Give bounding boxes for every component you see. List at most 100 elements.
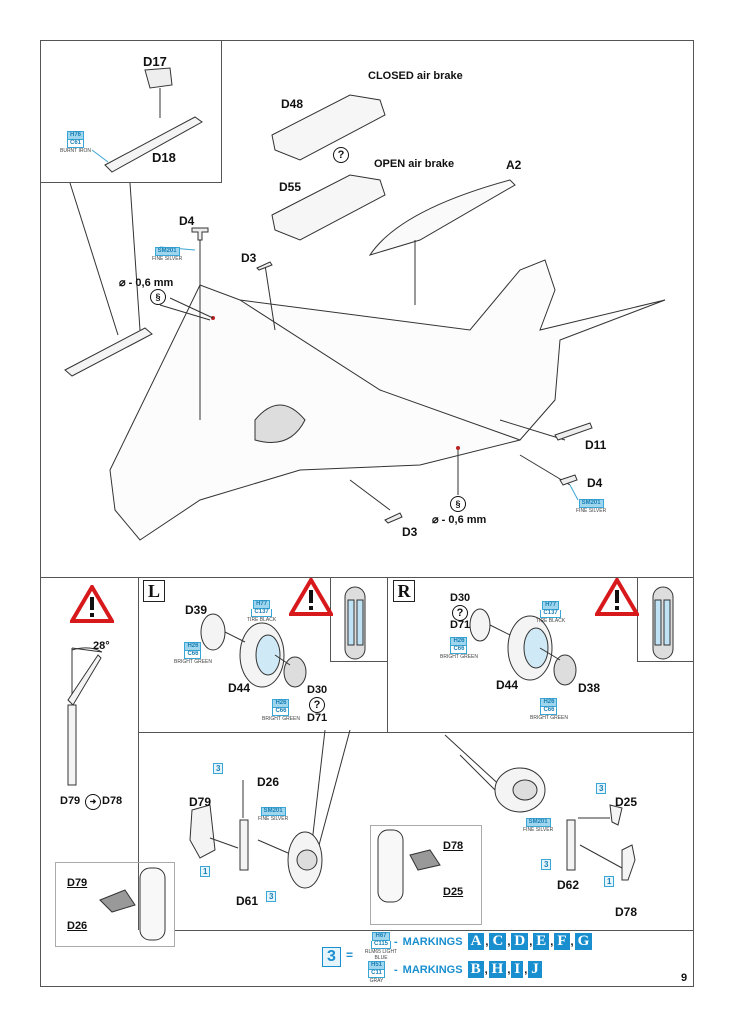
part-label-a2: A2 <box>506 158 522 172</box>
warning-icon-left-wheel <box>289 578 333 616</box>
detail-label-d79: D79 <box>67 877 88 889</box>
legend-row-1: - MARKINGS A, C, D, E, F, G <box>394 933 593 950</box>
marking-badge: D <box>511 933 529 950</box>
warning-icon <box>70 585 114 623</box>
left-strip-divider <box>138 577 139 930</box>
detail-label-d78: D78 <box>443 840 464 852</box>
part-a2-shape <box>368 179 516 256</box>
part-label-d3-top: D3 <box>241 251 257 265</box>
part-label-d26: D26 <box>257 775 280 789</box>
part-d17-shape <box>144 67 173 89</box>
paint-code-tire-black-right: H77 C137 TIRE BLACK <box>536 601 566 624</box>
part-label-d25: D25 <box>615 795 638 809</box>
gear-detail-frame-right <box>370 825 482 925</box>
choice-symbol-right-wheel: ? <box>452 605 468 621</box>
paint-callout-1: 1 <box>604 876 615 887</box>
paint-code-burnt-iron: H76 C61 BURNT IRON <box>60 131 92 154</box>
part-label-d79-strip: D79 <box>60 795 81 807</box>
part-d4-right-shape <box>559 474 578 486</box>
paint-code-fine-silver-right-gear: SM201 FINE SILVER <box>523 818 554 833</box>
paint-callout-3: 3 <box>266 891 277 902</box>
side-label-left: L <box>143 580 165 602</box>
legend-equals: = <box>346 948 354 962</box>
marking-badge: J <box>528 961 542 978</box>
part-d48-shape <box>271 94 386 161</box>
paint-code-gray: H51 C11 GRAY <box>368 961 386 984</box>
part-d3-top-shape <box>256 261 273 271</box>
marking-badge: C <box>489 933 507 950</box>
marking-badge: A <box>467 933 485 950</box>
paint-code-bright-green-left-2: H26 C66 BRIGHT GREEN <box>262 699 300 722</box>
drill-size-bottom: ⌀ - 0,6 mm <box>432 514 487 526</box>
closed-air-brake-label: CLOSED air brake <box>368 70 463 82</box>
warning-icon-right-wheel <box>595 578 639 616</box>
part-label-d55: D55 <box>279 180 302 194</box>
part-label-d78: D78 <box>615 905 638 919</box>
detail-label-d26: D26 <box>67 920 88 932</box>
fold-angle-label: 28° <box>93 640 110 652</box>
page-frame <box>40 40 694 987</box>
paint-code-bright-green-right-1: H26 C66 BRIGHT GREEN <box>440 637 478 660</box>
part-label-d44-right: D44 <box>496 678 519 692</box>
part-label-d78-strip: D78 <box>102 795 123 807</box>
drill-icon-bottom: § <box>450 496 466 512</box>
paint-callout-1: 1 <box>200 866 211 877</box>
part-label-d3-bottom: D3 <box>402 525 418 539</box>
part-d3-bottom-shape <box>384 512 403 524</box>
marking-badge: F <box>554 933 570 950</box>
choice-symbol-air-brake: ? <box>333 147 349 163</box>
detail-label-d25: D25 <box>443 886 464 898</box>
marking-badge: B <box>467 961 484 978</box>
paint-code-fine-silver-left-gear: SM201 FINE SILVER <box>258 807 289 822</box>
part-label-d17: D17 <box>143 54 167 69</box>
center-divider <box>387 577 388 732</box>
part-label-d79: D79 <box>189 795 212 809</box>
engine-detail <box>254 404 306 443</box>
part-label-d39: D39 <box>185 603 208 617</box>
marking-badge: E <box>533 933 550 950</box>
part-label-d30-left: D30 <box>307 684 328 696</box>
connector-icon: ➜ <box>85 794 101 810</box>
part-d11-shape <box>554 422 593 441</box>
drill-size-top: ⌀ - 0,6 mm <box>119 277 174 289</box>
tire-detail-frame-right <box>637 577 694 662</box>
page-number: 9 <box>681 972 688 984</box>
paint-callout-3: 3 <box>596 783 607 794</box>
side-label-right: R <box>393 580 415 602</box>
airframe-shape <box>109 259 666 541</box>
wheel-row-divider <box>138 732 694 733</box>
paint-code-bright-green-right-2: H26 C66 BRIGHT GREEN <box>530 698 568 721</box>
part-label-d30-right: D30 <box>450 592 471 604</box>
part-label-d38: D38 <box>578 681 601 695</box>
gear-detail-frame-left <box>55 862 175 947</box>
top-section-divider <box>40 577 694 578</box>
paint-code-tire-black-left: H77 C137 TIRE BLACK <box>247 600 277 623</box>
choice-symbol-left-wheel: ? <box>309 697 325 713</box>
legend-divider <box>175 930 694 931</box>
paint-code-fine-silver-right: SM201 FINE SILVER <box>576 499 607 514</box>
part-label-d18: D18 <box>152 150 176 165</box>
part-d18-shape <box>104 116 203 173</box>
paint-code-fine-silver-top: SM201 FINE SILVER <box>152 247 183 262</box>
part-label-d44-left: D44 <box>228 681 251 695</box>
marking-badge: H <box>488 961 507 978</box>
paint-callout-3: 3 <box>213 763 224 774</box>
part-d55-shape <box>271 174 386 241</box>
tire-detail-frame-left <box>330 577 387 662</box>
part-label-d61: D61 <box>236 894 259 908</box>
marking-badge: I <box>511 961 524 978</box>
paint-code-bright-green-left-1: H26 C66 BRIGHT GREEN <box>174 642 212 665</box>
drill-icon-top: § <box>150 289 166 305</box>
paint-callout-3: 3 <box>541 859 552 870</box>
part-label-d48: D48 <box>281 97 304 111</box>
part-label-d4-right: D4 <box>587 476 603 490</box>
part-label-d11: D11 <box>585 438 607 452</box>
part-d18-installed-shape <box>64 327 153 377</box>
legend-callout: 3 <box>322 947 341 967</box>
inset-frame-d17-d18 <box>40 40 222 183</box>
legend-row-2: - MARKINGS B, H, I, J <box>394 961 543 978</box>
part-label-d71-left: D71 <box>307 712 328 724</box>
part-label-d4-top: D4 <box>179 214 195 228</box>
part-label-d62: D62 <box>557 878 580 892</box>
